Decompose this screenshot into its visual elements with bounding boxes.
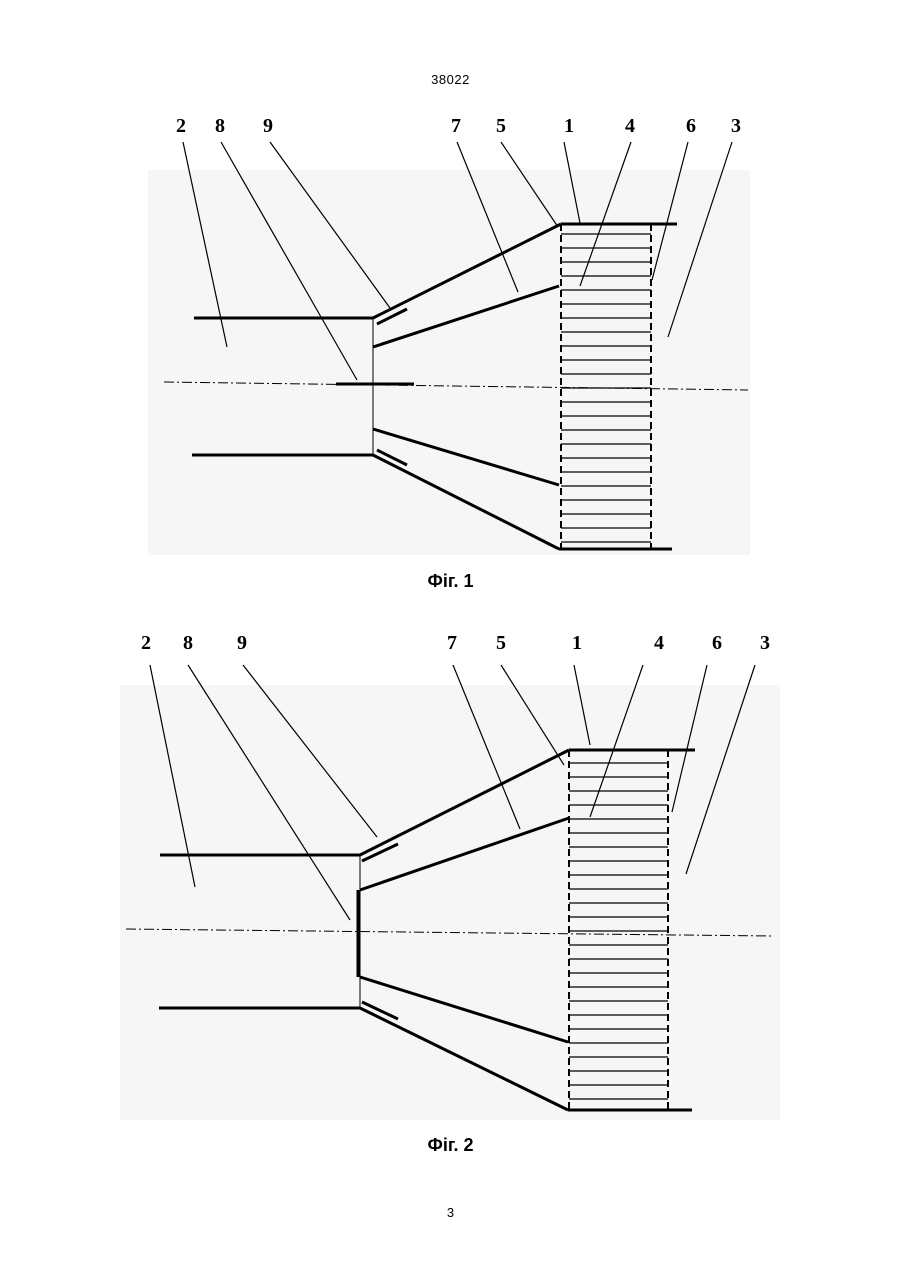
figure-1-background (148, 170, 750, 555)
document-number: 38022 (0, 72, 901, 87)
callout-7: 7 (447, 632, 457, 654)
callout-4: 4 (625, 115, 635, 137)
callout-1: 1 (572, 632, 582, 654)
figure-2-drawing: 2 8 9 7 5 1 4 6 3 (120, 625, 780, 1125)
figure-1-caption: Фіг. 1 (0, 571, 901, 592)
callout-7: 7 (451, 115, 461, 137)
callout-8: 8 (183, 632, 193, 654)
callout-3: 3 (731, 115, 741, 137)
callout-8: 8 (215, 115, 225, 137)
callout-2: 2 (176, 115, 186, 137)
figure-2-caption: Фіг. 2 (0, 1135, 901, 1156)
callout-5: 5 (496, 115, 506, 137)
page-number: 3 (0, 1205, 901, 1220)
callout-3: 3 (760, 632, 770, 654)
callout-2: 2 (141, 632, 151, 654)
figure-1: 2 8 9 7 5 1 4 6 3 (120, 110, 780, 560)
callout-5: 5 (496, 632, 506, 654)
callout-9: 9 (237, 632, 247, 654)
callout-4: 4 (654, 632, 664, 654)
callout-9: 9 (263, 115, 273, 137)
figure-2: 2 8 9 7 5 1 4 6 3 (120, 625, 780, 1125)
callout-1: 1 (564, 115, 574, 137)
figure-1-drawing: 2 8 9 7 5 1 4 6 3 (120, 110, 780, 560)
callout-6: 6 (686, 115, 696, 137)
callout-6: 6 (712, 632, 722, 654)
